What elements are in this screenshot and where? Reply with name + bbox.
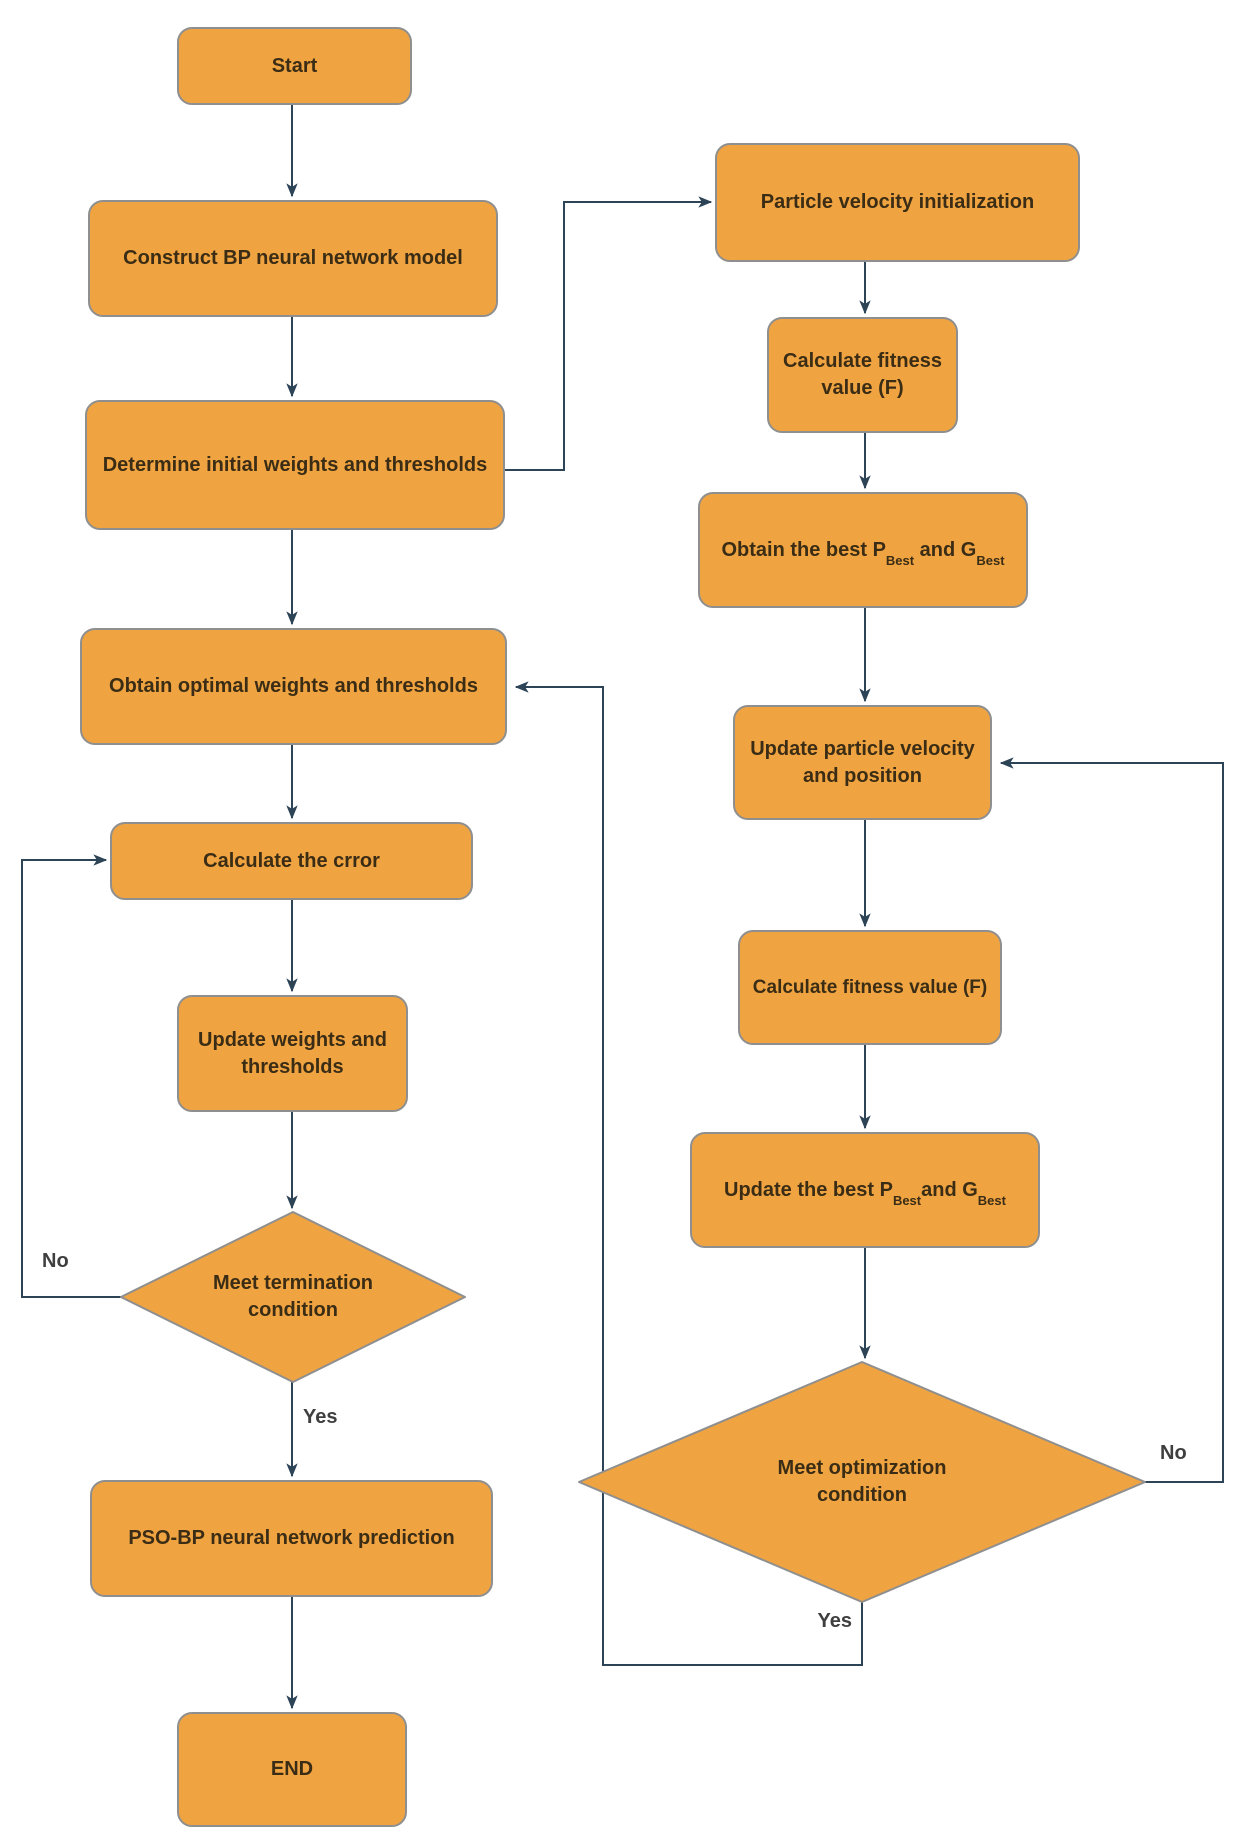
node-particle-velocity-init: Particle velocity initialization [715,143,1080,262]
node-update-particle-velocity: Update particle velocity and position [733,705,992,820]
edge-label-yes-left: Yes [303,1406,338,1428]
node-update-weights-label: Update weights and thresholds [198,1028,387,1078]
node-end: END [177,1712,407,1827]
update-best-mid: and G [921,1178,978,1201]
node-particle-init-label: Particle velocity initialization [760,191,1035,213]
node-update-particle-label: Update particle velocity and position [750,737,975,787]
edge-label-yes-right: Yes [817,1610,852,1632]
node-update-best-label: Update the best PBestand GBest [724,1177,1006,1207]
obtain-best-sub1: Best [885,552,915,568]
node-psobp-prediction: PSO-BP neural network prediction [90,1480,493,1597]
node-obtain-best-pbest-gbest: Obtain the best PBest and GBest [698,492,1028,608]
node-fitness2-label: Calculate fitness value (F) [752,976,988,998]
node-update-best-pbest-gbest: Update the best PBestand GBest [690,1132,1040,1248]
obtain-best-mid: and G [914,538,977,561]
node-fitness1-label: Calculate fitness value (F) [783,350,942,399]
decision-meet-termination-label: Meet termination condition [173,1257,413,1337]
node-determine-label: Determine initial weights and thresholds [102,453,488,476]
decision-meet-termination [120,1211,466,1383]
node-calculate-fitness-1: Calculate fitness value (F) [767,317,958,433]
edge-termination-no-loop [21,854,121,1298]
decision-meet-optimization-label: Meet optimization condition [742,1442,982,1522]
update-best-sub2: Best [977,1192,1006,1208]
edge-optimization-no-loop [999,757,1224,1483]
edge-optimization-yes-loop [514,681,863,1666]
node-construct-bp-model: Construct BP neural network model [88,200,498,317]
node-update-weights: Update weights and thresholds [177,995,408,1112]
decision-meet-optimization [578,1361,1146,1603]
meet-termination-text: Meet termination condition [212,1272,374,1321]
node-calculate-error: Calculate the crror [110,822,473,900]
meet-optimization-text: Meet optimization condition [777,1457,947,1506]
node-start: Start [177,27,412,105]
node-construct-label: Construct BP neural network model [123,247,463,269]
update-best-sub1: Best [892,1192,922,1208]
edge-label-no-right: No [1160,1442,1187,1464]
node-start-label: Start [271,54,318,77]
obtain-best-pre: Obtain the best P [721,538,886,561]
node-calculate-error-label: Calculate the crror [203,849,380,872]
node-determine-initial-weights: Determine initial weights and thresholds [85,400,505,530]
edge-label-no-left: No [42,1250,69,1272]
node-calculate-fitness-2: Calculate fitness value (F) [738,930,1002,1045]
node-end-label: END [270,1758,314,1780]
node-obtain-optimal-weights: Obtain optimal weights and thresholds [80,628,507,745]
node-psobp-label: PSO-BP neural network prediction [128,1527,455,1549]
update-best-pre: Update the best P [724,1178,893,1201]
node-obtain-best-label: Obtain the best PBest and GBest [721,537,1004,567]
node-obtain-optimal-label: Obtain optimal weights and thresholds [109,675,478,697]
obtain-best-sub2: Best [976,552,1005,568]
edge-determine-particle-init [505,196,713,471]
